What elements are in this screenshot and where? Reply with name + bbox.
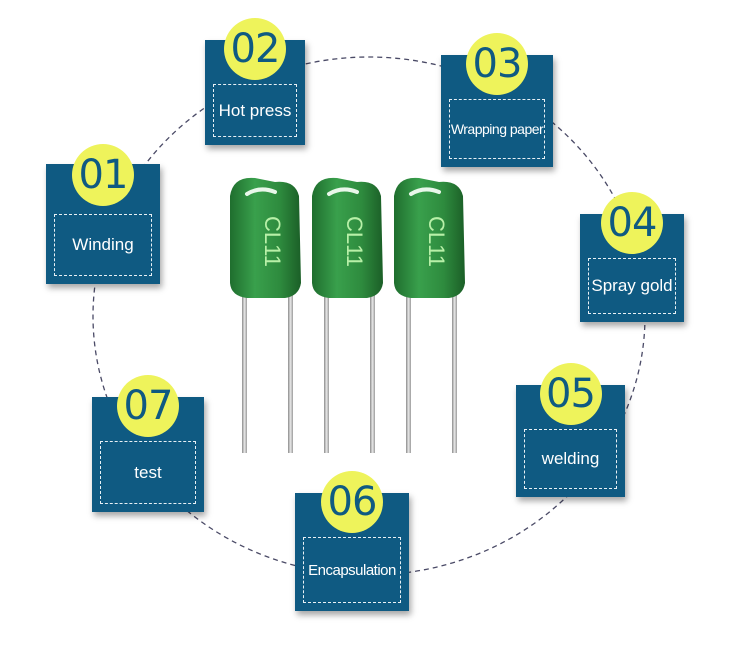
step-number-badge: 01 (72, 144, 134, 206)
capacitor-image: CL11 CL11 CL11 (230, 177, 465, 453)
step-spray-gold: 04 Spray gold (580, 192, 684, 322)
step-wrapping-paper: 03 Wrapping paper (441, 33, 553, 167)
step-label: Encapsulation (303, 537, 401, 603)
step-test: 07 test (92, 375, 204, 512)
capacitor-marking-2: CL11 (342, 216, 367, 267)
step-encapsulation: 06 Encapsulation (295, 471, 409, 611)
step-label: Hot press (213, 84, 297, 137)
step-number-badge: 06 (321, 471, 383, 533)
step-welding: 05 welding (516, 363, 625, 497)
step-label: test (100, 441, 196, 504)
capacitor-marking-3: CL11 (424, 216, 449, 267)
step-number-badge: 03 (466, 33, 528, 95)
capacitor-marking-1: CL11 (260, 216, 285, 267)
step-winding: 01 Winding (46, 144, 160, 284)
step-number-badge: 07 (117, 375, 179, 437)
capacitor-1 (230, 177, 301, 453)
step-number-badge: 05 (539, 363, 602, 425)
step-number-badge: 02 (224, 18, 286, 80)
capacitor-2 (312, 177, 383, 453)
step-label: Winding (54, 214, 152, 276)
step-label: welding (524, 429, 617, 489)
step-label: Wrapping paper (449, 99, 545, 159)
capacitor-3 (394, 177, 465, 453)
step-hot-press: 02 Hot press (205, 18, 305, 145)
step-label: Spray gold (588, 258, 676, 314)
step-number-badge: 04 (601, 192, 663, 254)
